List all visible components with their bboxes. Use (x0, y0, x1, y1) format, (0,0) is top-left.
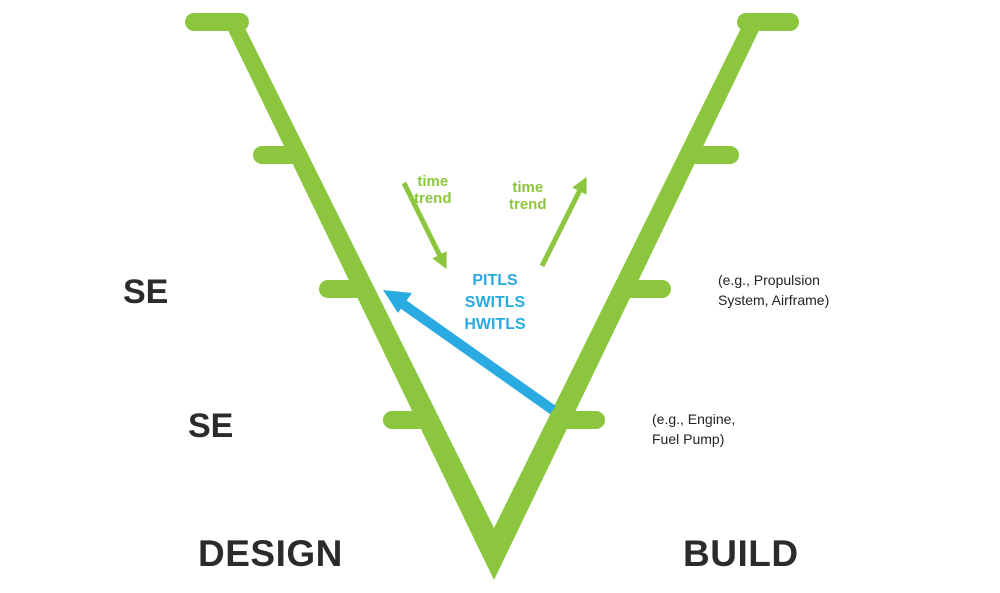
blue-integration-arrow-shaft (397, 297, 556, 415)
time-trend-label-up: time trend (509, 179, 547, 213)
time-trend-label-down: time trend (414, 173, 452, 207)
build-label: BUILD (683, 533, 799, 574)
example-note-upper-line-1: (e.g., Propulsion (718, 272, 820, 288)
example-note-upper-line-2: System, Airframe) (718, 292, 830, 308)
test-type-hwitls: HWITLS (464, 316, 526, 333)
time-trend-label-up-line-2: trend (509, 196, 547, 213)
example-note-upper: (e.g., Propulsion System, Airframe) (718, 270, 829, 310)
time-trend-up-arrow (539, 176, 587, 268)
test-type-switls: SWITLS (464, 294, 526, 311)
time-trend-down-arrow (401, 181, 447, 270)
time-trend-label-down-line-2: trend (414, 190, 452, 207)
blue-integration-arrow-head (383, 290, 412, 313)
example-note-lower-line-2: Fuel Pump) (652, 431, 725, 447)
example-note-lower: (e.g., Engine, Fuel Pump) (652, 409, 735, 449)
design-label: DESIGN (198, 533, 343, 574)
time-trend-label-down-line-1: time (417, 173, 449, 190)
se-label-upper: SE (123, 273, 169, 311)
test-type-pitls: PITLS (472, 272, 518, 289)
example-note-lower-line-1: (e.g., Engine, (652, 411, 736, 427)
test-types-list: PITLS SWITLS HWITLS (455, 270, 535, 336)
time-trend-label-up-line-1: time (512, 179, 544, 196)
se-label-lower: SE (188, 407, 234, 445)
